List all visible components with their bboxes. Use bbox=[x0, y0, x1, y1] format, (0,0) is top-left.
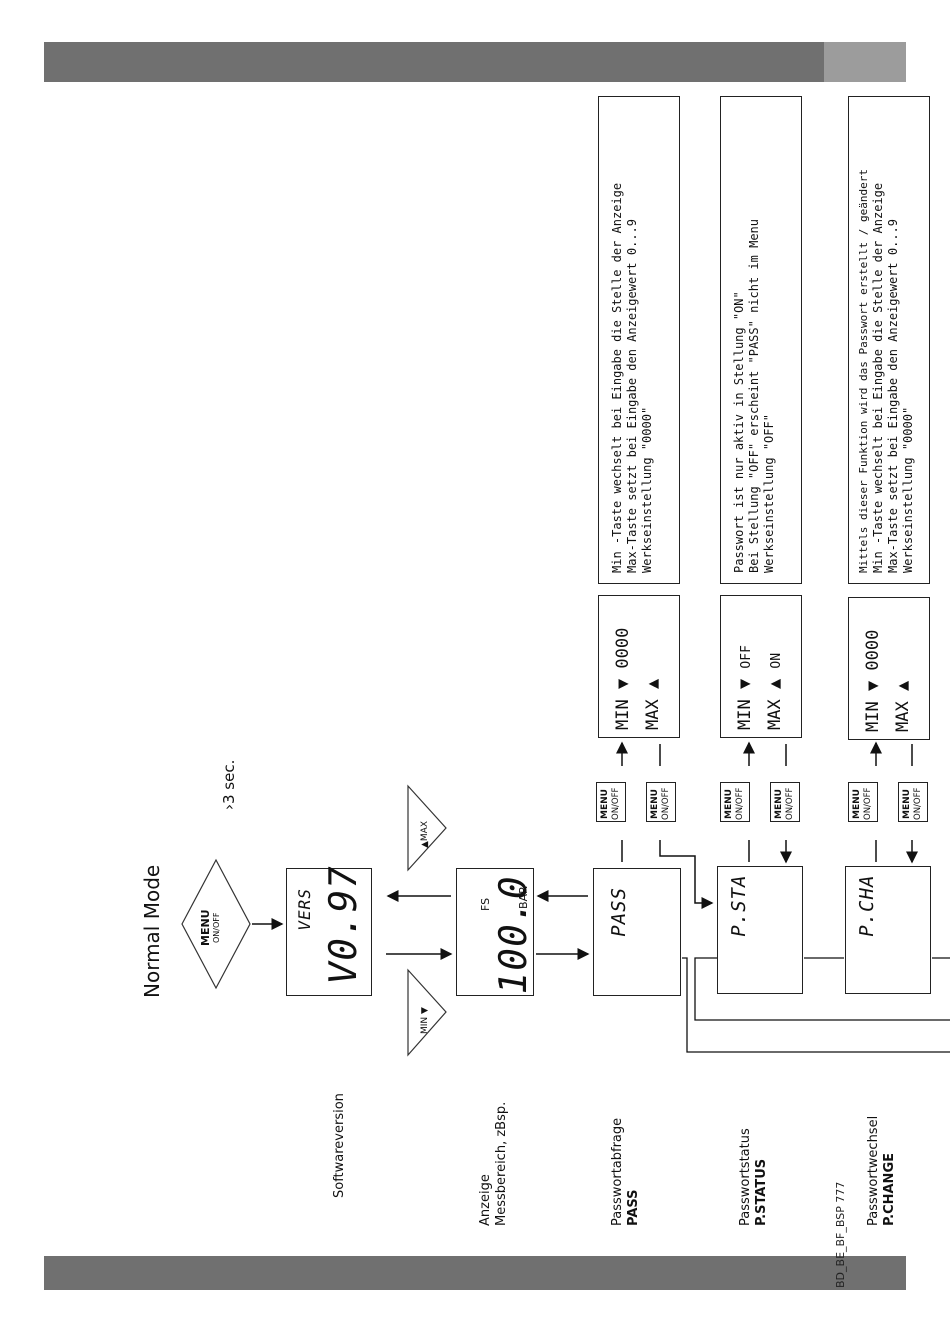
fs-unit: BAR bbox=[517, 886, 530, 909]
menu-button-text: MENU bbox=[650, 789, 660, 819]
display-pcha: P.CHA bbox=[845, 866, 931, 994]
desc-pass-line-3: Werkseinstellung "0000" bbox=[640, 406, 654, 573]
desc-pass-line-2: Max-Taste setzt bei Eingabe den Anzeigew… bbox=[625, 218, 639, 573]
description-box-psta: Passwort ist nur aktiv in Stellung "ON" … bbox=[720, 96, 802, 584]
min-button-label: MIN ▼ bbox=[420, 1007, 430, 1034]
menu-button-pcha-2[interactable]: MENU ON/OFF bbox=[898, 782, 928, 822]
display-psta: P.STA bbox=[717, 866, 803, 994]
diamond-menu-text: MENU bbox=[199, 909, 212, 946]
menu-button-subtext: ON/OFF bbox=[611, 787, 621, 820]
footer-bar bbox=[44, 1256, 906, 1290]
setting-pass-max: MAX ▲ bbox=[643, 678, 663, 730]
setting-psta-min: MIN ▼ OFF bbox=[735, 645, 755, 730]
setting-box-psta: MIN ▼ OFF MAX ▲ ON bbox=[720, 595, 802, 738]
setting-box-pcha: MIN ▼ 0000 MAX ▲ bbox=[848, 597, 930, 740]
menu-button-text: MENU bbox=[600, 789, 610, 819]
setting-pcha-max: MAX ▲ bbox=[893, 680, 913, 732]
display-pcha-text: P.CHA bbox=[856, 872, 878, 939]
display-pass-text: PASS bbox=[608, 885, 630, 939]
menu-button-psta-2[interactable]: MENU ON/OFF bbox=[770, 782, 800, 822]
setting-pcha-min: MIN ▼ 0000 bbox=[863, 629, 883, 732]
menu-button-text: MENU bbox=[724, 789, 734, 819]
display-psta-text: P.STA bbox=[728, 872, 750, 939]
display-vers-text: VERS bbox=[295, 886, 314, 933]
display-pass: PASS bbox=[593, 868, 681, 996]
menu-button-text: MENU bbox=[774, 789, 784, 819]
menu-button-pass-2[interactable]: MENU ON/OFF bbox=[646, 782, 676, 822]
desc-pcha-line-1: Mittels dieser Funktion wird das Passwor… bbox=[857, 169, 870, 573]
desc-pcha-line-4: Werkseinstellung "0000" bbox=[901, 406, 915, 573]
setting-pass-min: MIN ▼ 0000 bbox=[613, 627, 633, 730]
header-bar bbox=[44, 42, 824, 82]
menu-button-subtext: ON/OFF bbox=[785, 787, 795, 820]
menu-button-text: MENU bbox=[852, 789, 862, 819]
menu-button-subtext: ON/OFF bbox=[735, 787, 745, 820]
desc-pass-line-1: Min -Taste wechselt bei Eingabe die Stel… bbox=[610, 182, 624, 573]
menu-button-subtext: ON/OFF bbox=[661, 787, 671, 820]
desc-pcha-line-3: Max-Taste setzt bei Eingabe den Anzeigew… bbox=[886, 218, 900, 573]
description-box-pcha: Mittels dieser Funktion wird das Passwor… bbox=[848, 96, 930, 584]
menu-button-text: MENU bbox=[902, 789, 912, 819]
desc-pcha-line-2: Min -Taste wechselt bei Eingabe die Stel… bbox=[871, 182, 885, 573]
menu-button-subtext: ON/OFF bbox=[863, 787, 873, 820]
menu-button-psta-1[interactable]: MENU ON/OFF bbox=[720, 782, 750, 822]
header-bar-end bbox=[824, 42, 906, 82]
menu-button-subtext: ON/OFF bbox=[913, 787, 923, 820]
desc-psta-line-1: Passwort ist nur aktiv in Stellung "ON" bbox=[732, 291, 746, 573]
menu-diamond bbox=[181, 858, 251, 990]
setting-box-pass: MIN ▼ 0000 MAX ▲ bbox=[598, 595, 680, 738]
menu-button-pass-1[interactable]: MENU ON/OFF bbox=[596, 782, 626, 822]
desc-psta-line-2: Bei Stellung "OFF" erscheint "PASS" nich… bbox=[747, 218, 761, 573]
setting-psta-max: MAX ▲ ON bbox=[765, 652, 785, 730]
desc-psta-line-3: Werkseinstellung "OFF" bbox=[762, 414, 776, 573]
display-measuring-range: FS 100.0 BAR bbox=[456, 868, 535, 999]
max-button-label: ▲MAX bbox=[420, 820, 430, 848]
description-box-pass: Min -Taste wechselt bei Eingabe die Stel… bbox=[598, 96, 680, 584]
display-version-value: V0.97 bbox=[321, 861, 365, 989]
menu-button-pcha-1[interactable]: MENU ON/OFF bbox=[848, 782, 878, 822]
display-version: VERS V0.97 bbox=[286, 862, 372, 996]
diamond-onoff-text: ON/OFF bbox=[212, 912, 221, 943]
